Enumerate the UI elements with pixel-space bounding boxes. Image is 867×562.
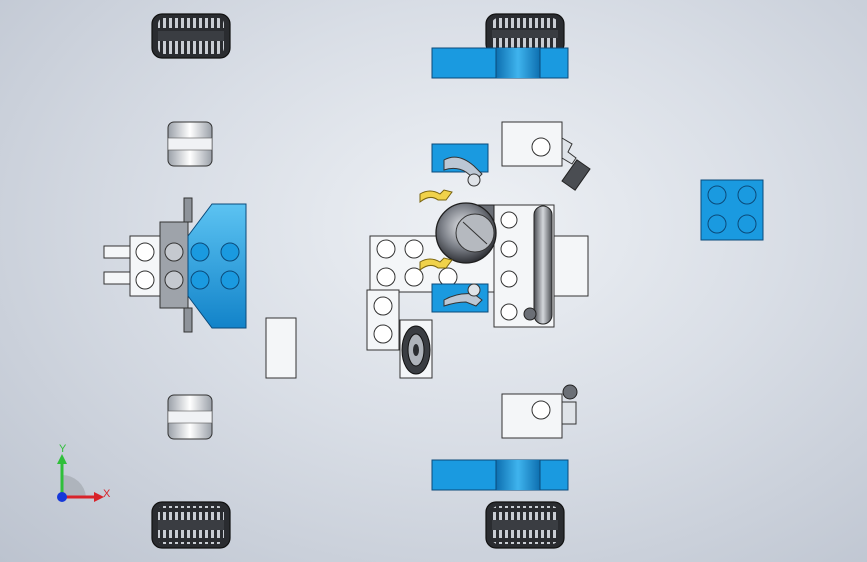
hinge-clip-upper[interactable] (501, 121, 591, 191)
brick-2x2-blue[interactable] (700, 179, 764, 241)
hinge-clip-lower[interactable] (501, 384, 578, 439)
blue-beam-top[interactable] (431, 47, 569, 79)
wheel-top-right[interactable] (485, 13, 565, 55)
front-chassis[interactable] (103, 197, 247, 333)
coordinate-triad: Y X (57, 443, 111, 502)
wheel-hub-upper[interactable] (167, 121, 213, 167)
steering-wheel[interactable] (399, 319, 433, 379)
wheel-bottom-left[interactable] (151, 501, 231, 549)
y-axis-label: Y (59, 443, 67, 455)
x-axis-label: X (103, 488, 111, 500)
wheel-hub-lower[interactable] (167, 394, 213, 440)
plate-1x2[interactable] (265, 317, 297, 379)
main-body[interactable] (366, 143, 589, 351)
wheel-top-left[interactable] (151, 13, 231, 59)
wheel-bottom-right[interactable] (485, 501, 565, 549)
blue-beam-bottom[interactable] (431, 459, 569, 491)
